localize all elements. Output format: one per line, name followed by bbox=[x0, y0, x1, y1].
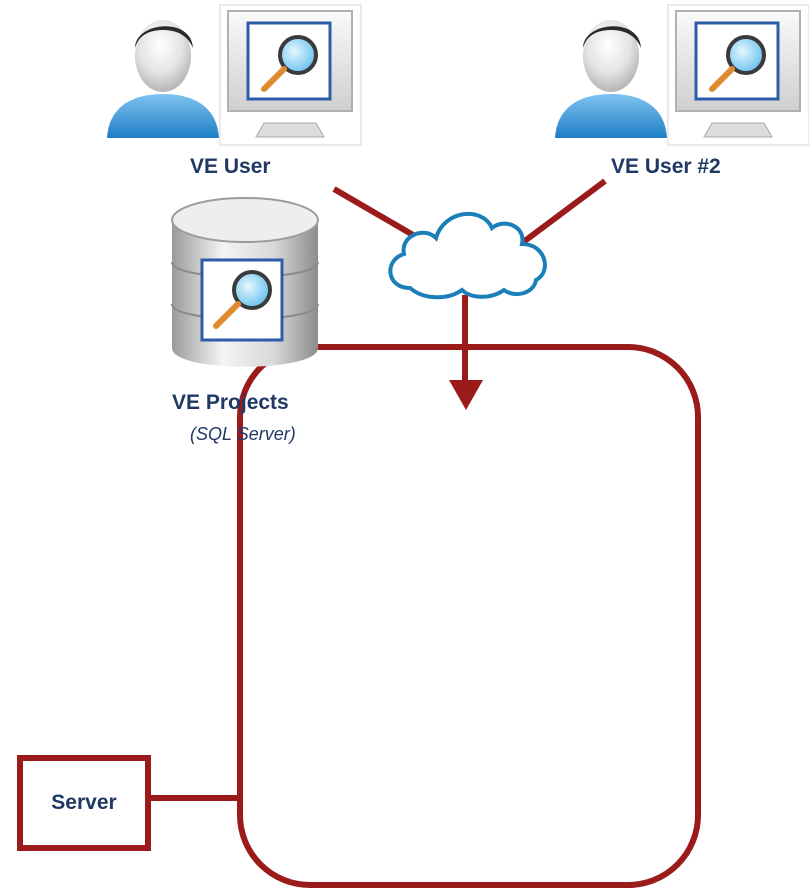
connector-user2-cloud bbox=[520, 178, 607, 246]
database-label: VE Projects bbox=[172, 391, 289, 414]
user-icon bbox=[107, 20, 219, 138]
user-icon bbox=[555, 20, 667, 138]
monitor-magnifier-icon bbox=[667, 4, 809, 146]
database-sublabel: (SQL Server) bbox=[190, 424, 296, 444]
server-boundary bbox=[237, 344, 701, 888]
server-node: Server bbox=[17, 755, 151, 851]
monitor-magnifier-icon bbox=[219, 4, 362, 146]
cloud-icon bbox=[388, 211, 547, 300]
arrow-head bbox=[449, 380, 483, 410]
server-label: Server bbox=[51, 791, 117, 814]
database-icon bbox=[171, 197, 319, 367]
user2-label: VE User #2 bbox=[611, 155, 721, 178]
user1-label: VE User bbox=[190, 155, 271, 178]
